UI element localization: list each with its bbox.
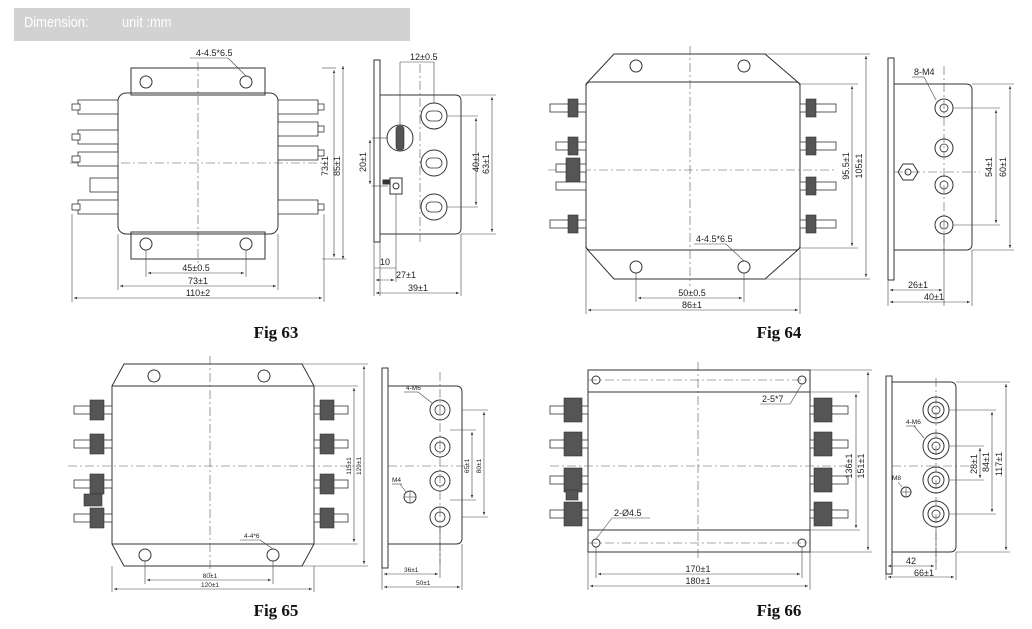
dim-12: 12±0.5 bbox=[410, 52, 437, 62]
dim-115: 115±1 bbox=[346, 457, 353, 475]
fig66-side-view: 4-M6 M8 28±1 84±1 117±1 42 66±1 bbox=[885, 375, 1010, 580]
dim-80: 80±1 bbox=[476, 458, 483, 473]
dim-slots: 2-5*7 bbox=[762, 394, 784, 404]
dim-holes: 4-4*6 bbox=[244, 533, 260, 540]
fig63-side-view: 12±0.5 20±1 40±1 63±1 10 27±1 39±1 bbox=[358, 52, 496, 296]
dim-73w: 73±1 bbox=[188, 276, 208, 286]
dim-holes: 2-Ø4.5 bbox=[614, 508, 642, 518]
terminal-stud-icon bbox=[382, 102, 448, 221]
dim-28: 28±1 bbox=[969, 454, 979, 474]
dim-m6: 4-M6 bbox=[406, 385, 421, 392]
dim-40: 40±1 bbox=[471, 152, 481, 172]
dim-holes: 4-4.5*6.5 bbox=[696, 234, 733, 244]
dim-110: 110±2 bbox=[186, 288, 210, 298]
dim-129: 129±1 bbox=[356, 457, 363, 475]
terminal-stud-icon bbox=[549, 397, 849, 527]
dim-80w: 80±1 bbox=[203, 573, 218, 580]
fig65-caption: Fig 65 bbox=[254, 601, 299, 620]
fig64-side-view: 8-M4 54±1 60±1 26±1 40±1 bbox=[887, 57, 1014, 306]
dim-170: 170±1 bbox=[686, 564, 711, 574]
fig66-front-view: 2-5*7 2-Ø4.5 136±1 151±1 170±1 180±1 bbox=[549, 362, 872, 590]
dim-40: 40±1 bbox=[924, 292, 944, 302]
dim-m4: M8 bbox=[892, 475, 901, 482]
fig66-caption: Fig 66 bbox=[757, 601, 802, 620]
dim-m: 4-M6 bbox=[906, 419, 921, 426]
fig63-front-view: 4-4.5*6.5 73±1 85±1 45±0.5 73±1 110±2 bbox=[70, 48, 346, 302]
terminal-block-icon bbox=[71, 99, 325, 215]
terminal-stud-icon bbox=[403, 399, 451, 528]
dim-120: 120±1 bbox=[201, 582, 219, 589]
fig65-side-view: 4-M6 M4 65±1 80±1 36±1 50±1 bbox=[381, 367, 488, 590]
dim-36: 36±1 bbox=[404, 567, 419, 574]
dim-136: 136±1 bbox=[844, 454, 854, 479]
dim-85: 85±1 bbox=[332, 156, 342, 176]
dim-86: 86±1 bbox=[682, 300, 702, 310]
dim-65: 65±1 bbox=[464, 458, 471, 473]
dim-84: 84±1 bbox=[981, 452, 991, 472]
dim-10: 10 bbox=[380, 257, 390, 267]
dim-105: 105±1 bbox=[854, 154, 864, 179]
dim-95: 95.5±1 bbox=[841, 152, 851, 179]
terminal-stud-icon bbox=[73, 399, 349, 529]
dim-42: 42 bbox=[906, 556, 916, 566]
dim-151: 151±1 bbox=[856, 454, 866, 479]
terminal-stud-icon bbox=[549, 98, 837, 234]
dim-50: 50±0.5 bbox=[678, 288, 705, 298]
dim-60: 60±1 bbox=[998, 157, 1008, 177]
dimension-banner: Dimension: unit :mm bbox=[14, 8, 410, 41]
fig64-caption: Fig 64 bbox=[757, 323, 802, 342]
dimension-label: Dimension: bbox=[24, 14, 89, 31]
dim-50: 50±1 bbox=[416, 580, 431, 587]
dim-73: 73±1 bbox=[320, 156, 330, 176]
dim-holes: 4-4.5*6.5 bbox=[196, 48, 233, 58]
dim-39: 39±1 bbox=[408, 283, 428, 293]
fig64-front-view: 4-4.5*6.5 95.5±1 105±1 50±0.5 86±1 bbox=[548, 46, 870, 314]
dim-27: 27±1 bbox=[396, 270, 416, 280]
dim-66: 66±1 bbox=[914, 568, 934, 578]
dim-54: 54±1 bbox=[984, 157, 994, 177]
dim-26: 26±1 bbox=[908, 280, 928, 290]
dim-180: 180±1 bbox=[686, 576, 711, 586]
fig63-caption: Fig 63 bbox=[254, 323, 299, 342]
dim-117: 117±1 bbox=[994, 452, 1004, 476]
fig65-front-view: 4-4*6 115±1 129±1 80±1 120±1 bbox=[68, 356, 368, 592]
dim-m4: 8-M4 bbox=[914, 67, 935, 77]
dim-m4: M4 bbox=[392, 477, 401, 484]
dim-63: 63±1 bbox=[481, 154, 491, 174]
dim-20: 20±1 bbox=[358, 152, 368, 172]
dim-45: 45±0.5 bbox=[182, 263, 209, 273]
unit-label: unit :mm bbox=[122, 14, 172, 31]
terminal-stud-icon bbox=[900, 396, 950, 528]
